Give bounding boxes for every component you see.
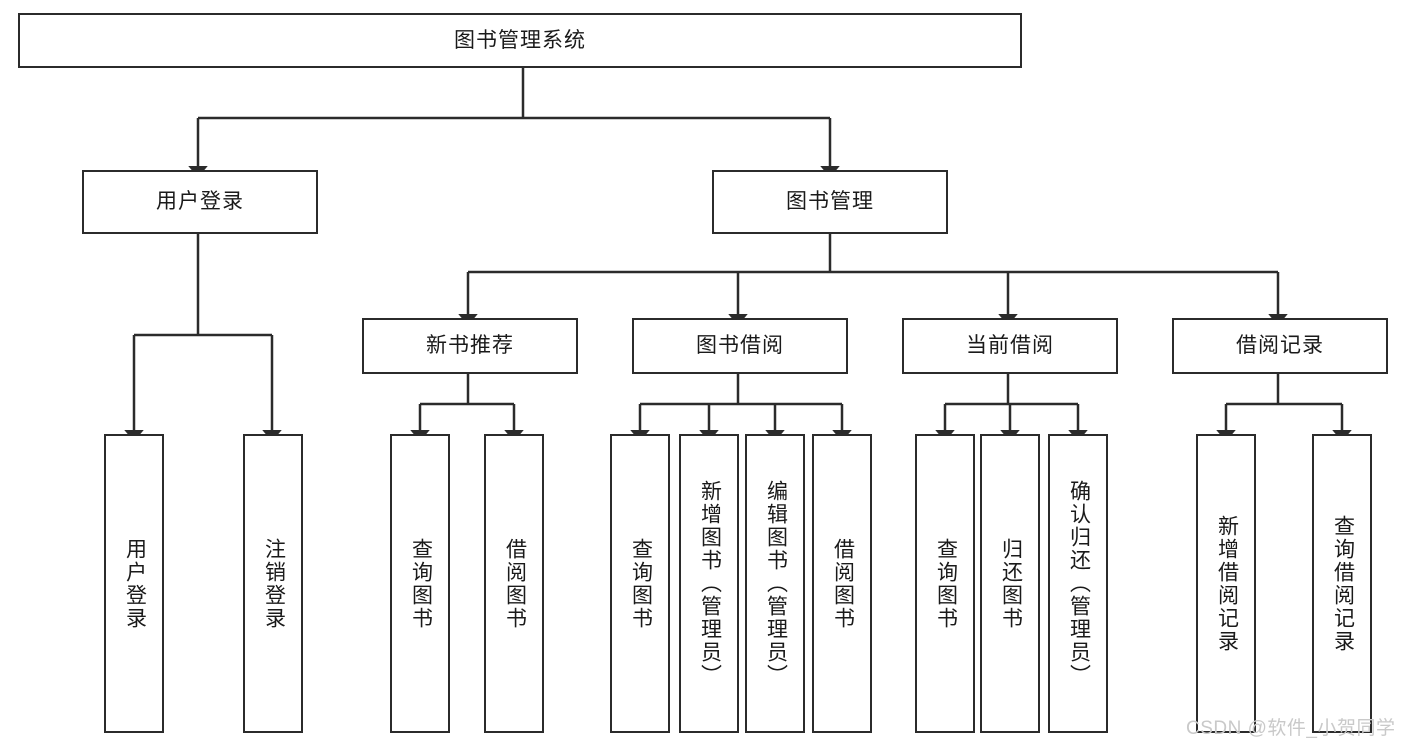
node-leaf-user-logout[interactable]: 注销登录 bbox=[243, 434, 303, 733]
node-book-borrow[interactable]: 图书借阅 bbox=[632, 318, 848, 374]
node-leaf-add-book[interactable]: 新增图书（管理员） bbox=[679, 434, 739, 733]
node-label: 借阅记录 bbox=[1236, 334, 1324, 358]
node-label: 归还图书 bbox=[999, 537, 1023, 630]
node-label: 图书管理系统 bbox=[454, 28, 586, 52]
node-label: 借阅图书 bbox=[831, 537, 855, 630]
node-leaf-borrow-book[interactable]: 借阅图书 bbox=[812, 434, 872, 733]
node-label: 确认归还（管理员） bbox=[1067, 480, 1091, 687]
node-root[interactable]: 图书管理系统 bbox=[18, 13, 1022, 68]
node-leaf-add-record[interactable]: 新增借阅记录 bbox=[1196, 434, 1256, 733]
node-label: 编辑图书（管理员） bbox=[764, 480, 788, 687]
node-leaf-user-login[interactable]: 用户登录 bbox=[104, 434, 164, 733]
node-label: 图书借阅 bbox=[696, 334, 784, 358]
node-user-login[interactable]: 用户登录 bbox=[82, 170, 318, 234]
node-label: 用户登录 bbox=[123, 537, 147, 630]
node-leaf-confirm-return[interactable]: 确认归还（管理员） bbox=[1048, 434, 1108, 733]
connector-lines bbox=[124, 68, 1352, 442]
node-leaf-query-book[interactable]: 查询图书 bbox=[610, 434, 670, 733]
node-label: 新书推荐 bbox=[426, 334, 514, 358]
node-label: 借阅图书 bbox=[503, 537, 527, 630]
node-leaf-query-book-rec[interactable]: 查询图书 bbox=[390, 434, 450, 733]
node-leaf-edit-book[interactable]: 编辑图书（管理员） bbox=[745, 434, 805, 733]
node-label: 当前借阅 bbox=[966, 334, 1054, 358]
node-leaf-query-book-cur[interactable]: 查询图书 bbox=[915, 434, 975, 733]
node-leaf-query-record[interactable]: 查询借阅记录 bbox=[1312, 434, 1372, 733]
node-new-book-rec[interactable]: 新书推荐 bbox=[362, 318, 578, 374]
node-label: 新增图书（管理员） bbox=[698, 480, 722, 687]
node-label: 用户登录 bbox=[156, 190, 244, 214]
node-label: 查询图书 bbox=[409, 537, 433, 630]
node-label: 新增借阅记录 bbox=[1215, 514, 1239, 653]
node-leaf-return-book[interactable]: 归还图书 bbox=[980, 434, 1040, 733]
node-current-borrow[interactable]: 当前借阅 bbox=[902, 318, 1118, 374]
node-book-manage[interactable]: 图书管理 bbox=[712, 170, 948, 234]
node-label: 查询借阅记录 bbox=[1331, 514, 1355, 653]
node-label: 查询图书 bbox=[934, 537, 958, 630]
node-borrow-record[interactable]: 借阅记录 bbox=[1172, 318, 1388, 374]
node-label: 注销登录 bbox=[262, 537, 286, 630]
node-label: 查询图书 bbox=[629, 537, 653, 630]
node-label: 图书管理 bbox=[786, 190, 874, 214]
node-leaf-borrow-book-rec[interactable]: 借阅图书 bbox=[484, 434, 544, 733]
